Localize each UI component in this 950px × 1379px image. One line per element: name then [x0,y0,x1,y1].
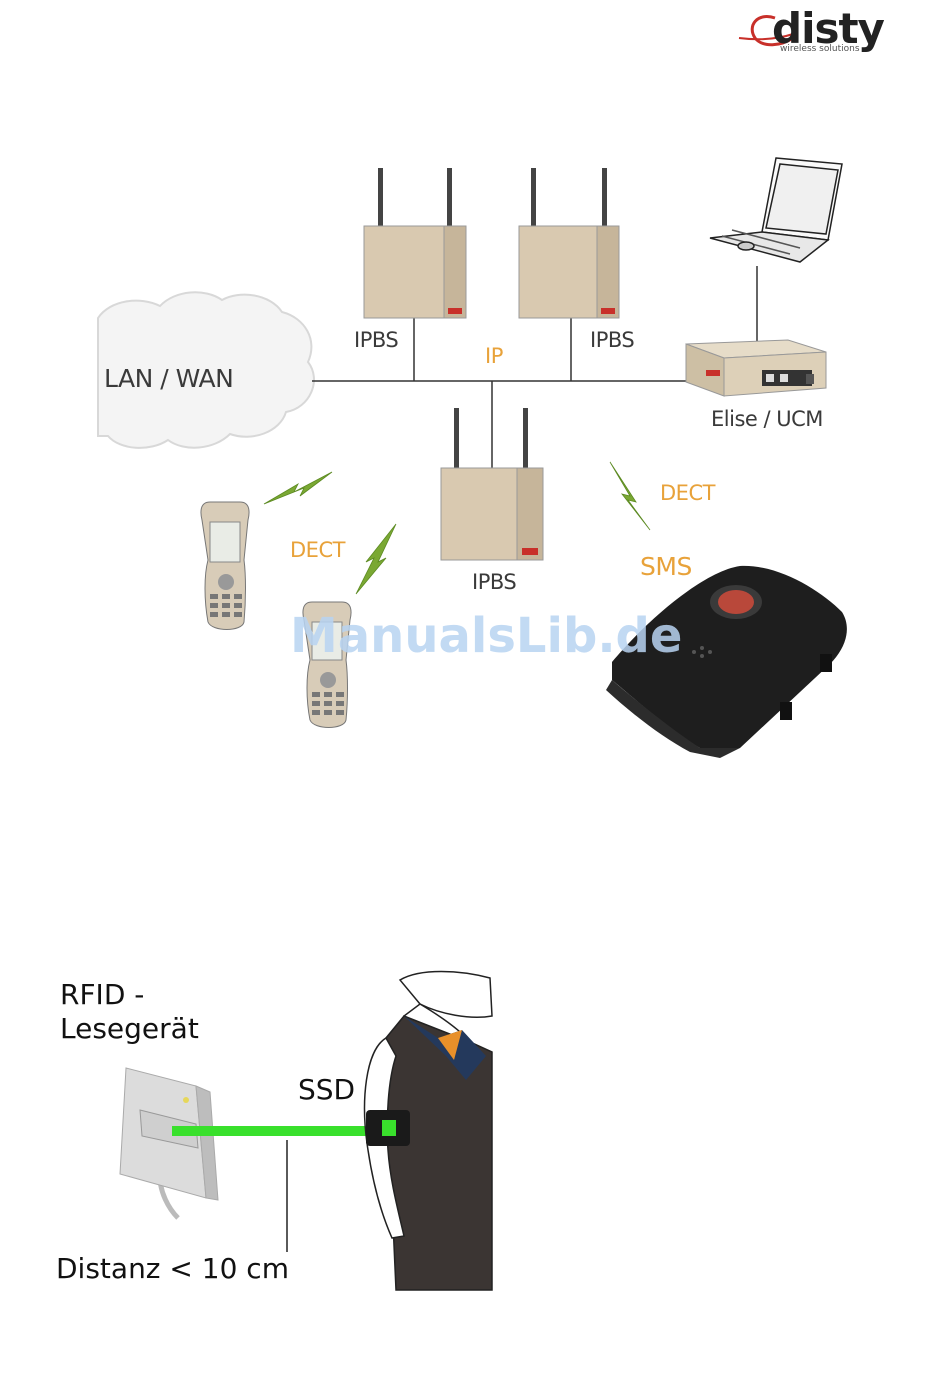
controller-label: Elise / UCM [711,407,823,431]
ipbs-right-icon [519,168,619,318]
person-with-ssd-icon [365,972,492,1291]
ipbs-left-icon [364,168,466,318]
rfid-diagram [0,960,950,1300]
sms-label: SMS [640,552,692,581]
dect-right-label: DECT [660,481,715,505]
watermark: ManualsLib.de [290,608,682,664]
rfid-reader-label-line2: Lesegerät [60,1012,199,1045]
dect-left-label: DECT [290,538,345,562]
ssd-label: SSD [298,1073,355,1106]
distance-label: Distanz < 10 cm [56,1252,289,1285]
rfid-reader-label-line1: RFID - [60,978,144,1011]
laptop-icon [710,158,842,262]
ip-label: IP [485,344,503,368]
rfid-beam [172,1126,390,1136]
ipbs-left-label: IPBS [354,328,398,352]
cloud-label: LAN / WAN [104,364,233,393]
ipbs-right-label: IPBS [590,328,634,352]
dect-handset-left-icon [201,502,249,630]
ipbs-center-label: IPBS [472,570,516,594]
rfid-reader-icon [120,1068,218,1218]
elise-ucm-controller-icon [686,340,826,396]
